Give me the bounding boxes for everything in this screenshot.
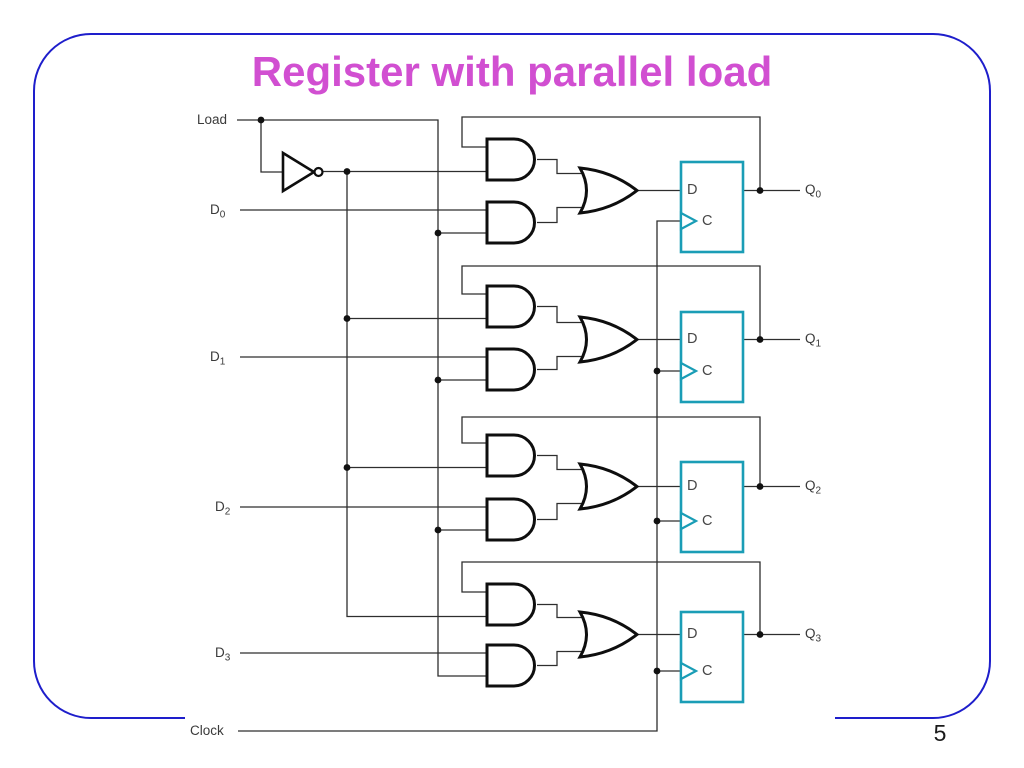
s2-feedback (461, 416, 761, 487)
page-number: 5 (933, 720, 947, 746)
junction-dots (257, 116, 764, 675)
load-label: Load (197, 112, 228, 127)
dff-box-1 (679, 310, 745, 404)
s2-and-top-out (537, 454, 590, 471)
not-gate (281, 150, 324, 194)
dff-c-label: C (702, 213, 713, 229)
inverter-bubble (313, 166, 324, 178)
and-gate (485, 497, 536, 542)
output-label-q1: Q1 (805, 331, 822, 350)
and-gate (485, 433, 536, 478)
s2-and-bot-out (537, 502, 590, 521)
or-gate (577, 610, 640, 659)
dff-box-3 (679, 610, 745, 704)
output-label-q2: Q2 (805, 478, 822, 497)
slide-title: Register with parallel load (251, 48, 773, 95)
and-gate (485, 643, 536, 688)
output-label-q3: Q3 (805, 626, 822, 645)
clock-triangle-icon (679, 211, 699, 231)
output-label-q0: Q0 (805, 182, 822, 201)
or-gate (577, 315, 640, 364)
s3-and-bot-out (537, 650, 590, 667)
clock-triangle-icon (679, 361, 699, 381)
or-gate (577, 166, 640, 215)
s1-and-bot-out (537, 355, 590, 371)
s0-feedback (461, 116, 761, 191)
and-gate (485, 284, 536, 329)
dff-c-label: C (702, 663, 713, 679)
s0-and-top-out (537, 158, 590, 175)
and-gate (485, 347, 536, 392)
s3-and-top-out (537, 603, 590, 619)
input-label-d2: D2 (215, 499, 231, 518)
clock-wire (238, 220, 681, 732)
input-label-d1: D1 (210, 349, 226, 368)
input-label-d0: D0 (210, 202, 226, 221)
s3-feedback (461, 561, 761, 635)
s1-feedback (461, 265, 761, 340)
dff-c-label: C (702, 363, 713, 379)
dff-d-label: D (687, 182, 698, 198)
clock-triangle-icon (679, 661, 699, 681)
stage-1-gates (485, 284, 640, 392)
dff-box-2 (679, 460, 745, 554)
clock-label: Clock (190, 723, 224, 738)
dff-d-label: D (687, 478, 698, 494)
and-gate (485, 582, 536, 627)
dff-box-0 (679, 160, 745, 254)
dff-d-label: D (687, 331, 698, 347)
stage-2-gates (485, 433, 640, 542)
inverter-input-wire (260, 120, 283, 173)
or-gate (577, 462, 640, 511)
load-wire (237, 119, 495, 677)
stage-0-gates (485, 137, 640, 245)
dff-c-label: C (702, 513, 713, 529)
clock-triangle-icon (679, 511, 699, 531)
flip-flops (679, 160, 745, 704)
stage-3-gates (485, 582, 640, 688)
s0-and-bot-out (537, 206, 590, 224)
and-gate (485, 137, 536, 182)
s1-and-top-out (537, 305, 590, 324)
dff-d-label: D (687, 626, 698, 642)
input-label-d3: D3 (215, 645, 231, 664)
not-load-bus (346, 171, 495, 618)
and-gate (485, 200, 536, 245)
